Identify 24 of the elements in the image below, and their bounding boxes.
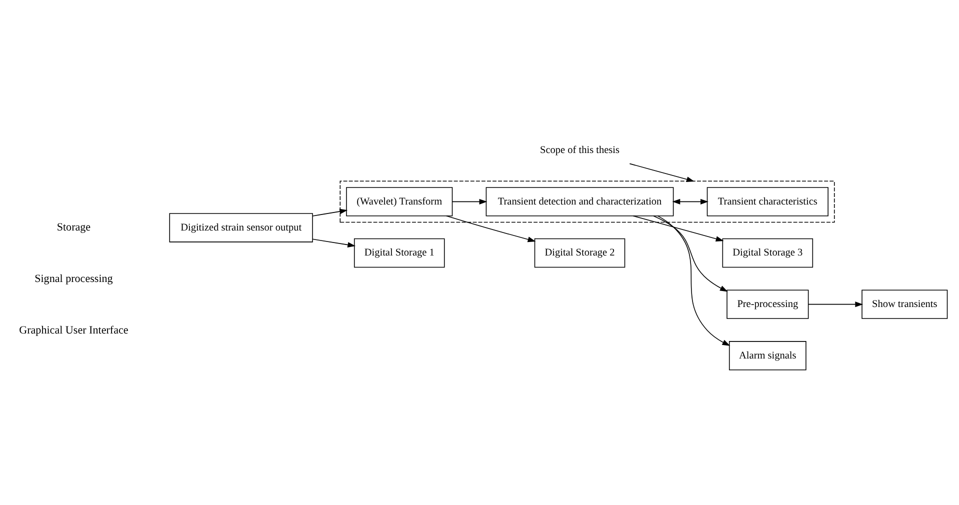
node-box: Transient detection and characterization	[486, 186, 674, 216]
node-box: Digital Storage 1	[354, 238, 445, 268]
node-box: Alarm signals	[728, 340, 806, 370]
arrow	[312, 208, 348, 216]
arrow	[657, 215, 730, 346]
arrow	[653, 215, 728, 292]
arrow	[446, 215, 536, 242]
arrow	[632, 215, 724, 241]
node-text: Scope of this thesis	[540, 144, 620, 156]
node-box: Show transients	[862, 289, 948, 318]
node-box: Digital Storage 2	[534, 238, 626, 268]
node-box: (Wavelet) Transform	[346, 186, 453, 216]
node-box: Digitized strain sensor output	[169, 212, 313, 242]
node-box: Digital Storage 3	[722, 238, 814, 268]
label: Signal processing	[34, 272, 113, 284]
node-box: Pre-processing	[726, 289, 809, 318]
arrow	[629, 162, 694, 182]
label: Graphical User Interface	[19, 324, 128, 336]
node-box: Transient characteristics	[706, 186, 828, 216]
arrow	[452, 198, 488, 204]
arrow	[808, 301, 864, 307]
arrow	[312, 238, 356, 248]
label: Storage	[56, 221, 91, 234]
arrow	[672, 198, 708, 204]
